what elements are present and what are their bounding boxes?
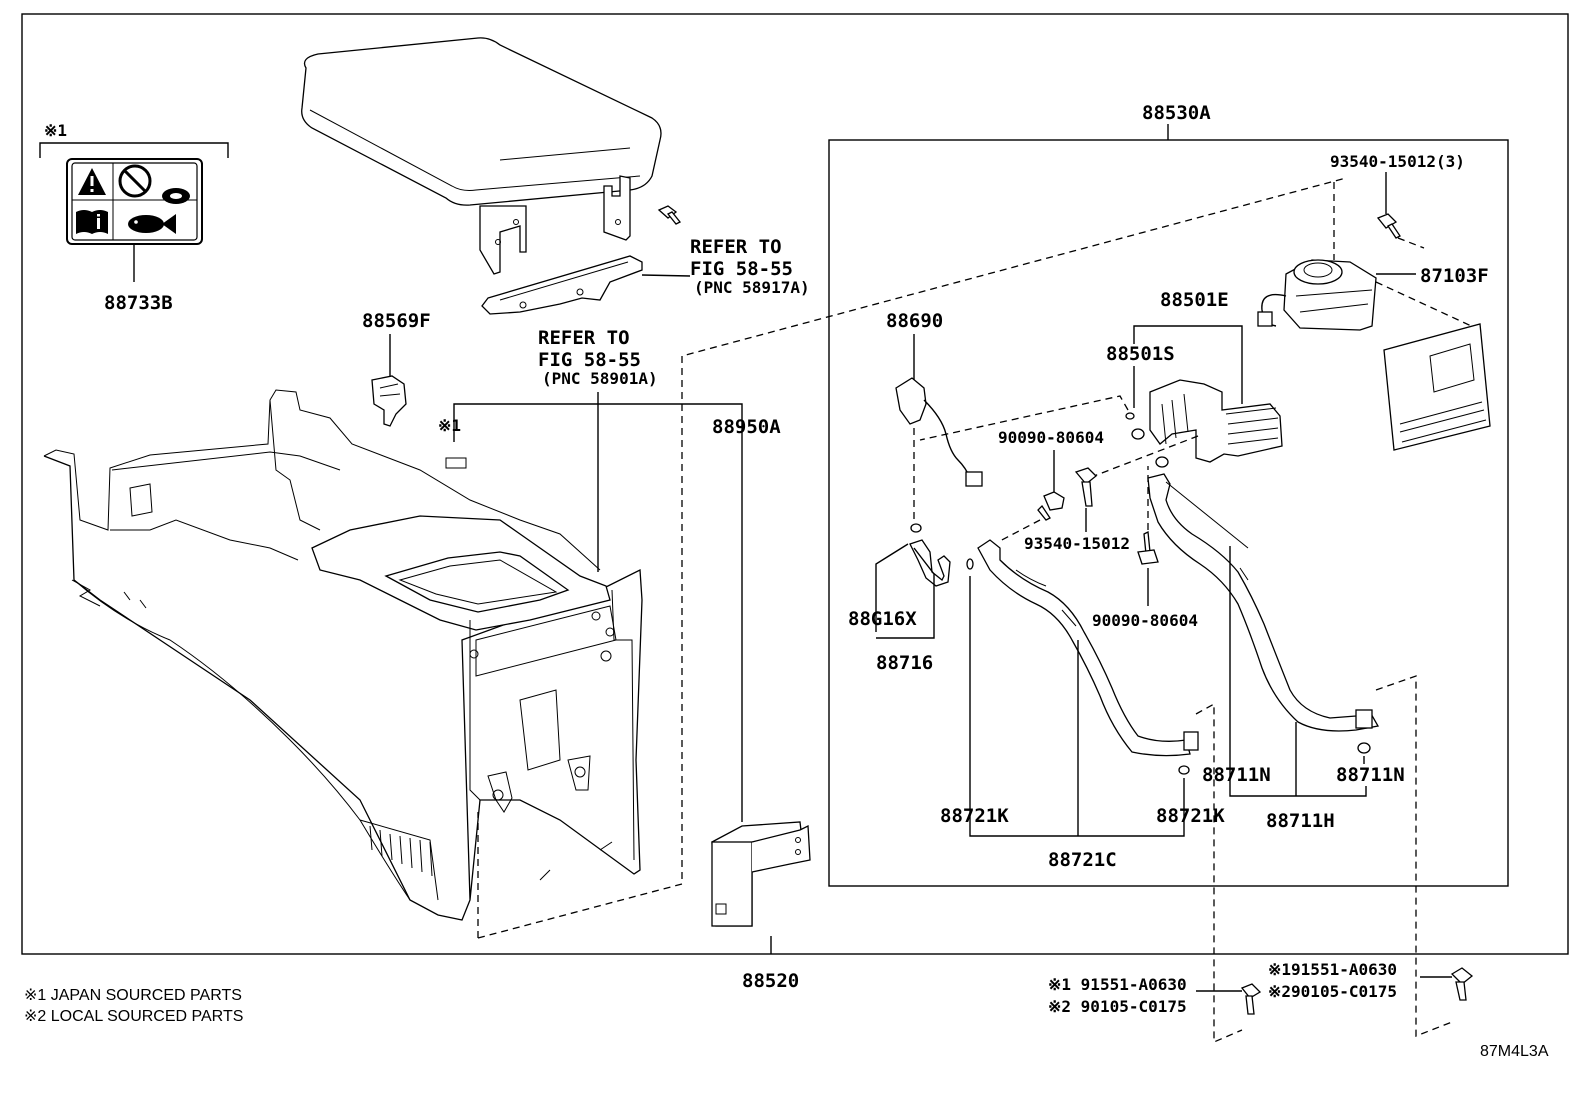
screw: [657, 205, 682, 225]
clip-88569F: [371, 375, 407, 427]
armrest-lid: [301, 37, 662, 275]
label-88716: 88716: [876, 652, 933, 674]
label-93540-15012-3: 93540-15012(3): [1330, 152, 1465, 171]
refer2-line2: FIG 58-55: [538, 349, 641, 371]
label-88569F: 88569F: [362, 310, 431, 332]
bolt-93540-mid: [1074, 467, 1097, 507]
pipe-88711H: [1147, 473, 1380, 732]
mark1-mid: ※1: [438, 416, 461, 435]
bolt-90090-b: [1137, 530, 1159, 565]
module-88950A: [711, 821, 811, 927]
label-88520: 88520: [742, 970, 799, 992]
bolt-left-label-1: ※1 91551-A0630: [1048, 975, 1187, 994]
label-88721K-b: 88721K: [1156, 805, 1225, 827]
pipe-88721C: [977, 539, 1199, 757]
footnote-1: ※1 JAPAN SOURCED PARTS: [24, 987, 242, 1004]
label-88711N-b: 88711N: [1336, 764, 1405, 786]
refer1-line1: REFER TO: [690, 236, 782, 258]
mark1-top: ※1: [44, 121, 67, 140]
outer-frame: [21, 13, 1569, 955]
meat-icon: [162, 188, 190, 204]
sensor-88716: [909, 539, 951, 587]
label-88530A: 88530A: [1142, 102, 1211, 124]
manual-icon: [76, 210, 108, 234]
label-88950A: 88950A: [712, 416, 781, 438]
warning-label-group: ※1: [39, 121, 229, 314]
label-93540-15012: 93540-15012: [1024, 534, 1130, 553]
evaporator-88501E: [1125, 379, 1283, 463]
filter-panel: [1383, 323, 1491, 451]
footnote-2: ※2 LOCAL SOURCED PARTS: [24, 1008, 243, 1025]
bolt-left-label-2: ※2 90105-C0175: [1048, 997, 1187, 1016]
fish-icon: [128, 214, 176, 234]
bolt-91551-right: [1450, 967, 1474, 1001]
hinge-plate: [481, 255, 691, 315]
label-88721C: 88721C: [1048, 849, 1117, 871]
sensor-88690: [895, 377, 983, 487]
diagram-code: 87M4L3A: [1480, 1043, 1549, 1060]
label-88733B: 88733B: [104, 292, 173, 314]
bolt-91551-left: [1240, 983, 1262, 1015]
label-88721K-a: 88721K: [940, 805, 1009, 827]
label-88711H: 88711H: [1266, 810, 1335, 832]
label-87103F: 87103F: [1420, 265, 1489, 287]
screw-93540-top: [1376, 213, 1401, 239]
refer1-line3: (PNC 58917A): [694, 278, 810, 297]
small-label-sticker: [445, 457, 467, 469]
warning-icon: [78, 168, 106, 195]
label-88501E: 88501E: [1160, 289, 1229, 311]
refer2-line3: (PNC 58901A): [542, 369, 658, 388]
bolt-right-label-2: ※290105-C0175: [1268, 982, 1397, 1001]
console-body: [43, 389, 643, 921]
bolt-right-label-1: ※191551-A0630: [1268, 960, 1397, 979]
label-90090-80604-a: 90090-80604: [998, 428, 1104, 447]
label-88501S: 88501S: [1106, 343, 1175, 365]
label-88G16X: 88G16X: [848, 608, 917, 630]
label-88690: 88690: [886, 310, 943, 332]
nut-90090-a: [1037, 491, 1065, 521]
refer2-line1: REFER TO: [538, 327, 630, 349]
label-90090-80604-b: 90090-80604: [1092, 611, 1198, 630]
no-symbol-icon: [118, 164, 152, 198]
label-88711N-a: 88711N: [1202, 764, 1271, 786]
blower-87103F: [1257, 259, 1377, 331]
refer1-line2: FIG 58-55: [690, 258, 793, 280]
